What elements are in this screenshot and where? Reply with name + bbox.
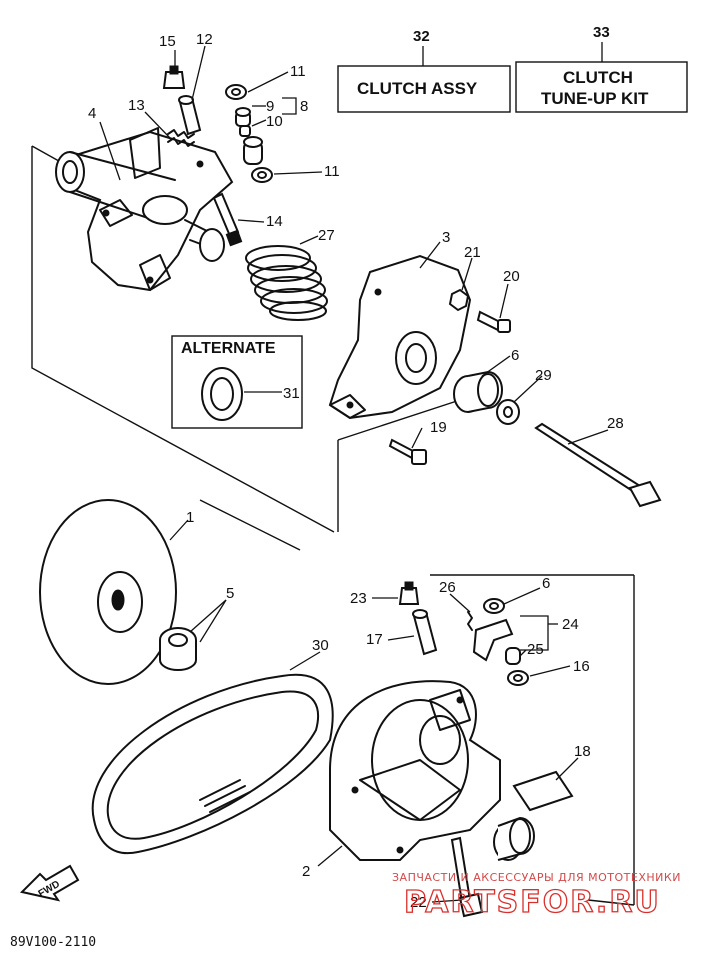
callout-11-bottom: 11 [324, 163, 340, 180]
part-11-washer-top [225, 84, 247, 100]
ref-number-33: 33 [593, 24, 610, 41]
part-16-washer [507, 670, 529, 686]
part-30-drive-belt [91, 673, 334, 855]
alternate-box: ALTERNATE [171, 335, 303, 429]
callout-14: 14 [266, 213, 283, 230]
callout-26: 26 [439, 579, 456, 596]
watermark-tagline: ЗАПЧАСТИ И АКСЕССУАРЫ ДЛЯ МОТОТЕХНИКИ [392, 871, 681, 884]
callout-6-lower: 6 [542, 575, 550, 592]
part-5-bushing [159, 627, 197, 671]
callout-numbers: 15 12 11 9 8 10 13 4 11 14 27 31 3 21 20… [88, 31, 624, 911]
callout-27: 27 [318, 227, 335, 244]
tune-up-kit-label-line2: TUNE-UP KIT [541, 89, 649, 108]
callout-22: 22 [410, 894, 427, 911]
assembly-frame-lines [31, 145, 635, 906]
part-18-shoe [512, 770, 574, 812]
part-21-nut [448, 288, 470, 312]
callout-25: 25 [527, 641, 544, 658]
part-24-arm [472, 618, 514, 662]
part-11-washer-bottom [251, 167, 273, 183]
callout-15: 15 [159, 33, 176, 50]
part-9-roller [235, 107, 251, 127]
callout-30: 30 [312, 637, 329, 654]
part-25-roller [505, 647, 521, 665]
callout-16: 16 [573, 658, 590, 675]
callout-19: 19 [430, 419, 447, 436]
site-watermark: ЗАПЧАСТИ И АКСЕССУАРЫ ДЛЯ МОТОТЕХНИКИ PA… [392, 871, 681, 921]
part-14-bolt [212, 192, 243, 247]
callout-28: 28 [607, 415, 624, 432]
part-20-bolt [476, 310, 511, 333]
reference-box-tune-up-kit: 33 CLUTCH TUNE-UP KIT [515, 24, 688, 113]
part-10-roller [239, 125, 251, 137]
ref-number-32: 32 [413, 28, 430, 45]
clutch-assy-label: CLUTCH ASSY [357, 79, 478, 98]
part-1-sheave [39, 499, 177, 685]
part-6-collar-lower [493, 816, 535, 861]
part-27-spring [245, 245, 328, 321]
callout-11-top: 11 [290, 63, 306, 80]
callout-10: 10 [266, 113, 283, 130]
leader-lines [99, 45, 609, 903]
alternate-frame [171, 335, 303, 429]
part-23-plug [398, 581, 420, 605]
callout-18: 18 [574, 743, 591, 760]
callout-17: 17 [366, 631, 383, 648]
part-4-hub-assembly [55, 127, 234, 292]
callout-20: 20 [503, 268, 520, 285]
callout-12: 12 [196, 31, 213, 48]
callout-31: 31 [283, 385, 300, 402]
tune-up-kit-box [515, 61, 688, 113]
watermark-logo: PARTSFOR.RU [404, 885, 661, 920]
alternate-label: ALTERNATE [181, 340, 276, 357]
drawing-code: 89V100-2110 [10, 935, 96, 950]
part-28-long-bolt [534, 422, 662, 508]
part-6-washer-lower [483, 598, 505, 614]
part-19-bolt [388, 438, 427, 465]
reference-box-clutch-assy: 32 CLUTCH ASSY [337, 28, 511, 113]
part-13-spring [167, 129, 195, 147]
callout-29: 29 [535, 367, 552, 384]
callout-1: 1 [186, 509, 194, 526]
part-6-collar [453, 370, 503, 413]
part-12-pin [178, 95, 202, 136]
callout-8: 8 [300, 98, 308, 115]
forward-arrow: FWD [20, 864, 80, 902]
part-15-plug [162, 65, 186, 89]
callout-13: 13 [128, 97, 145, 114]
callout-4: 4 [88, 105, 96, 122]
callout-21: 21 [464, 244, 481, 261]
part-26-spring [467, 611, 473, 631]
tune-up-kit-label-line1: CLUTCH [563, 68, 633, 87]
part-22-bolt [450, 836, 484, 918]
part-8-weight [243, 136, 263, 165]
callout-5: 5 [226, 585, 234, 602]
part-2-primary-sheave [329, 680, 501, 861]
clutch-assy-box [337, 65, 511, 113]
part-17-pin [412, 609, 438, 656]
callout-24: 24 [562, 616, 579, 633]
part-29-washer [496, 399, 520, 425]
callout-3: 3 [442, 229, 450, 246]
part-31-bushing [201, 367, 243, 421]
part-3-spider-cover [328, 254, 472, 420]
callout-9: 9 [266, 98, 274, 115]
callout-2: 2 [302, 863, 310, 880]
callout-6-upper: 6 [511, 347, 519, 364]
callout-23: 23 [350, 590, 367, 607]
